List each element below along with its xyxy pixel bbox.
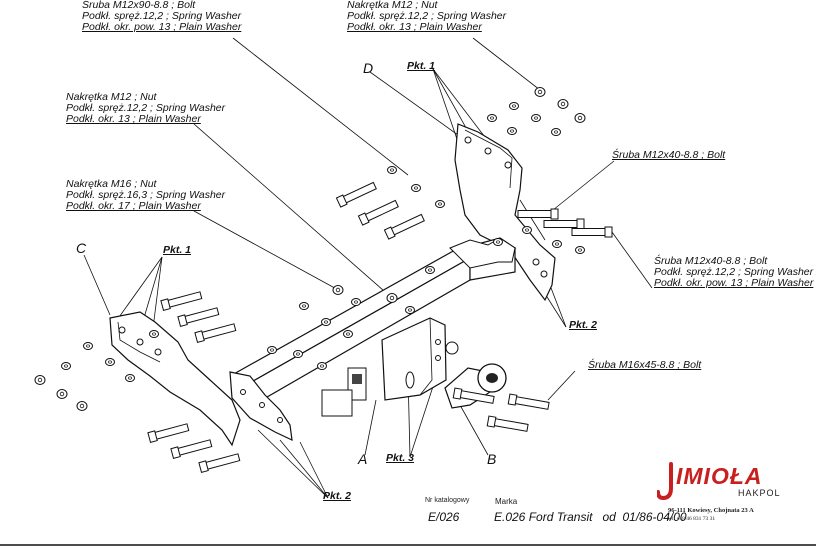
bracket-d (454, 123, 556, 302)
callout-mid-left: Nakrętka M12 ; Nut Podkł. spręż.12,2 ; S… (66, 92, 225, 125)
brand-value: E.026 Ford Transit od 01/86-04/00 (494, 510, 687, 524)
pkt3-label: Pkt. 3 (386, 452, 415, 464)
callout-right-bolt-2: Śruba M12x40-8.8 ; Bolt Podkł. spręż.12,… (654, 256, 813, 289)
callout-line: Nakrętka M16 ; Nut (66, 178, 157, 190)
callout-line: Podkł. okr. pow. 13 ; Plain Washer (82, 21, 242, 33)
brand-logo-sub: HAKPOL (738, 488, 781, 498)
callout-top-right: Nakrętka M12 ; Nut Podkł. spręż.12,2 ; S… (347, 0, 506, 33)
callout-line: Podkł. spręż.12,2 ; Spring Washer (66, 102, 226, 114)
pkt2-right-label: Pkt. 2 (569, 319, 598, 331)
part-letter-b: B (487, 451, 497, 467)
callout-right-bolt-3: Śruba M16x45-8.8 ; Bolt (588, 360, 701, 371)
part-letter-c: C (76, 240, 87, 256)
company-address: 96-111 Kowiesy, Chojnata 23 A (668, 507, 754, 514)
callout-line: Podkł. okr. 17 ; Plain Washer (66, 200, 201, 212)
brand-caption: Marka (495, 497, 518, 506)
callout-right-bolt-1: Śruba M12x40-8.8 ; Bolt (612, 150, 725, 161)
callout-line: Śruba M12x40-8.8 ; Bolt (612, 149, 726, 161)
hook-logo-icon (657, 462, 673, 501)
callout-line: Podkł. spręż.12,2 ; Spring Washer (347, 10, 507, 22)
pkt2-bottom-label: Pkt. 2 (323, 490, 352, 502)
callout-line: Podkł. okr. pow. 13 ; Plain Washer (654, 277, 814, 289)
callout-line: Nakrętka M12 ; Nut (347, 0, 438, 11)
pkt1-top-label: Pkt. 1 (407, 60, 436, 72)
part-letter-d: D (363, 60, 374, 76)
company-phone: tel. +48 46 831 73 31 (668, 516, 716, 522)
callout-line: Podkł. okr. 13 ; Plain Washer (347, 21, 482, 33)
callout-line: Podkł. spręż.16,3 ; Spring Washer (66, 189, 226, 201)
center-plate (381, 317, 447, 401)
pkt1-left-label: Pkt. 1 (163, 244, 192, 256)
brand-logo: IMIOŁA (676, 463, 763, 489)
callout-line: Podkł. okr. 13 ; Plain Washer (66, 113, 201, 125)
callout-line: Śruba M16x45-8.8 ; Bolt (588, 359, 702, 371)
catalog-number: E/026 (428, 510, 460, 524)
callout-top-left: Śruba M12x90-8.8 ; Bolt Podkł. spręż.12,… (82, 0, 241, 33)
callout-line: Śruba M12x40-8.8 ; Bolt (654, 255, 768, 267)
catalog-caption: Nr katalogowy (425, 497, 470, 504)
callout-left: Nakrętka M16 ; Nut Podkł. spręż.16,3 ; S… (66, 179, 225, 212)
bracket-c (109, 311, 241, 447)
callout-line: Podkł. spręż.12,2 ; Spring Washer (654, 266, 814, 278)
part-letter-a: A (358, 451, 368, 467)
callout-line: Podkł. spręż.12,2 ; Spring Washer (82, 10, 242, 22)
callout-line: Śruba M12x90-8.8 ; Bolt (82, 0, 196, 11)
callout-line: Nakrętka M12 ; Nut (66, 91, 157, 103)
end-plate-left (229, 371, 293, 442)
